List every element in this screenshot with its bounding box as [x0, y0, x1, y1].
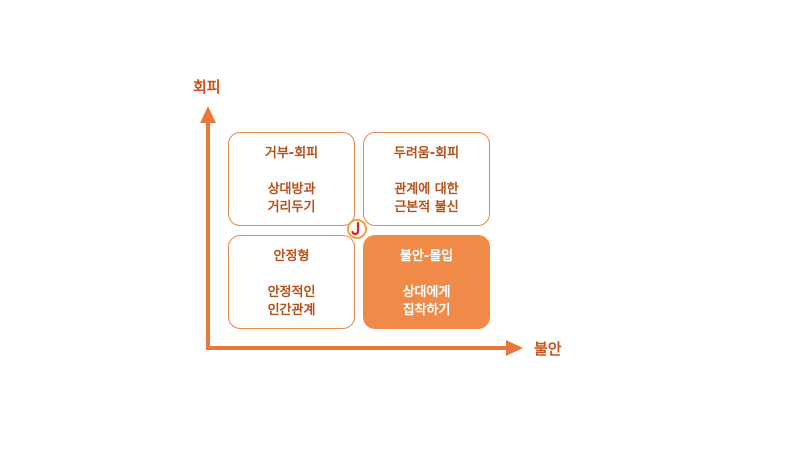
quadrant-description: 안정적인 인간관계 — [229, 284, 354, 320]
quadrant-dismissive-avoidant: 거부-회피 상대방과 거리두기 — [228, 132, 355, 226]
y-axis-label: 회피 — [193, 78, 221, 96]
quadrant-title: 거부-회피 — [264, 146, 319, 161]
arrow-up-icon — [200, 106, 216, 123]
x-axis-label: 불안 — [534, 340, 562, 358]
quadrant-description: 관계에 대한 근본적 불신 — [364, 181, 489, 217]
quadrant-desc-line: 상대에게 — [402, 285, 451, 300]
quadrant-fearful-avoidant: 두려움-회피 관계에 대한 근본적 불신 — [363, 132, 490, 226]
quadrant-desc-line: 안정적인 — [267, 285, 316, 300]
brand-logo-icon — [347, 219, 367, 239]
quadrant-desc-line: 상대방과 — [267, 182, 316, 197]
arrow-right-icon — [506, 340, 523, 356]
quadrant-description: 상대방과 거리두기 — [229, 181, 354, 217]
quadrant-desc-line: 집착하기 — [402, 303, 451, 318]
quadrant-desc-line: 거리두기 — [267, 200, 316, 215]
quadrant-title: 불안-몰입 — [399, 249, 454, 264]
quadrant-desc-line: 근본적 불신 — [394, 200, 459, 215]
quadrant-title: 안정형 — [273, 249, 310, 264]
quadrant-anxious-preoccupied: 불안-몰입 상대에게 집착하기 — [363, 235, 490, 329]
quadrant-title: 두려움-회피 — [393, 146, 460, 161]
quadrant-desc-line: 관계에 대한 — [394, 182, 459, 197]
quadrant-secure: 안정형 안정적인 인간관계 — [228, 235, 355, 329]
quadrant-description: 상대에게 집착하기 — [364, 284, 489, 320]
quadrant-desc-line: 인간관계 — [267, 303, 316, 318]
